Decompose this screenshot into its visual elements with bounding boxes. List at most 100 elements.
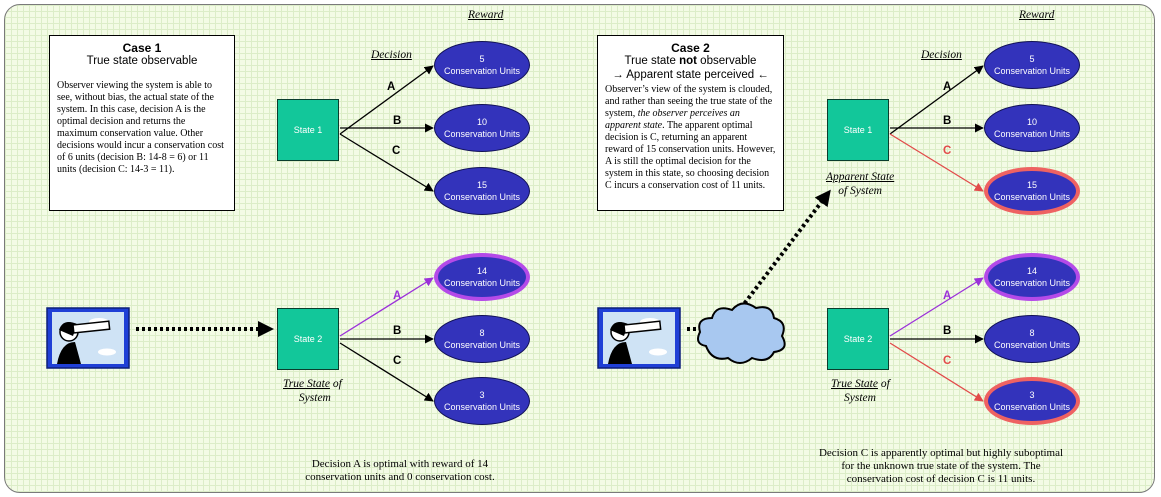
reward-unit: Conservation Units	[993, 129, 1071, 139]
c1-true-state-caption: True State of System	[283, 377, 342, 405]
case2-title: Case 2	[671, 41, 710, 55]
case2-caption-line1: Decision C is apparently optimal but hig…	[818, 447, 1064, 459]
c2-s2-arrow-a	[889, 277, 984, 337]
c2-cloud-to-apparent-state-arrow	[739, 189, 831, 310]
case1-note: Case 1 True state observable Observer vi…	[49, 35, 235, 211]
case1-subtitle: True state observable	[86, 55, 198, 67]
observer-with-telescope-icon	[597, 307, 681, 369]
c1-s1-arrow-a	[339, 65, 434, 135]
c2-s2-decision-a: A	[943, 290, 952, 302]
c2-s2-decision-b: B	[943, 325, 952, 337]
c2-s1-decision-a: A	[943, 81, 952, 93]
decision-header: Decision	[371, 49, 412, 61]
case2-subtitle-not: not	[679, 55, 697, 67]
reward-value: 14	[476, 266, 487, 276]
reward-value: 15	[476, 180, 487, 190]
decision-header: Decision	[921, 49, 962, 61]
reward-unit: Conservation Units	[443, 66, 521, 76]
case1-title: Case 1	[122, 41, 162, 55]
case1-caption-line2: conservation units and 0 conservation co…	[305, 471, 495, 483]
c2-s1-arrow-c	[889, 133, 984, 192]
c1-s1-decision-b: B	[393, 115, 402, 127]
c2-s2-decision-c: C	[943, 355, 952, 367]
c2-apparent-state-caption: Apparent State of System	[826, 170, 894, 198]
reward-value: 15	[1026, 180, 1037, 190]
c2-state2-node: State 2	[827, 308, 889, 370]
reward-value: 5	[1029, 54, 1035, 64]
case2-caption-line3: conservation cost of decision C is 11 un…	[846, 473, 1036, 485]
c2-state1-node: State 1	[827, 99, 889, 161]
c1-s2-decision-c: C	[393, 355, 402, 367]
reward-unit: Conservation Units	[993, 192, 1071, 202]
reward-value: 10	[1026, 117, 1037, 127]
c2-true-state-caption: True State of System	[831, 377, 890, 405]
c1-s2-arrow-a	[339, 277, 434, 337]
c1-state1-node: State 1	[277, 99, 339, 161]
reward-value: 14	[1026, 266, 1037, 276]
apparent-state-label: Apparent State	[826, 171, 895, 183]
of-system-label: of System	[838, 185, 882, 197]
reward-unit: Conservation Units	[443, 340, 521, 350]
reward-value: 8	[1029, 328, 1035, 338]
true-state-label: True State	[831, 378, 878, 390]
case2-subtitle: True state not observable	[605, 54, 776, 68]
reward-value: 3	[1029, 390, 1035, 400]
case2-caption: Decision C is apparently optimal but hig…	[796, 447, 1086, 486]
true-state-label: True State	[283, 378, 330, 390]
reward-unit: Conservation Units	[443, 129, 521, 139]
c2-s1-decision-b: B	[943, 115, 952, 127]
case1-body: Observer viewing the system is able to s…	[57, 80, 224, 175]
case2-subtitle-prefix: True state	[624, 55, 680, 67]
case2-body-italic: the observer perceives an apparent state	[605, 108, 740, 131]
c1-s1-arrow-c	[339, 133, 434, 192]
reward-value: 3	[479, 390, 485, 400]
reward-value: 8	[479, 328, 485, 338]
reward-unit: Conservation Units	[443, 402, 521, 412]
reward-header: Reward	[1019, 9, 1055, 21]
reward-value: 10	[476, 117, 487, 127]
c1-s1-decision-c: C	[392, 145, 401, 157]
case1-caption-line1: Decision A is optimal with reward of 14	[311, 458, 489, 470]
case1-caption: Decision A is optimal with reward of 14 …	[280, 458, 520, 484]
c2-s1-arrow-a	[889, 65, 984, 135]
reward-unit: Conservation Units	[443, 278, 521, 288]
c1-s2-arrow-c	[339, 342, 434, 402]
c1-state2-node: State 2	[277, 308, 339, 370]
case2-note: Case 2 True state not observable → Appar…	[597, 35, 784, 211]
reward-unit: Conservation Units	[993, 66, 1071, 76]
reward-unit: Conservation Units	[993, 340, 1071, 350]
of-label: of	[329, 378, 342, 390]
case2-body-part1: Observer’s view of the system is clouded…	[605, 84, 773, 119]
case2-subtitle-line2: → Apparent state perceived ←	[612, 69, 769, 81]
c2-s2-arrow-c	[889, 342, 984, 402]
system-label: System	[844, 392, 876, 404]
observer-with-telescope-icon	[46, 307, 130, 369]
system-label: System	[298, 392, 331, 404]
c1-s2-decision-b: B	[393, 325, 402, 337]
c1-s1-decision-a: A	[387, 81, 396, 93]
case2-body: Observer’s view of the system is clouded…	[605, 84, 776, 192]
reward-value: 5	[479, 54, 485, 64]
case2-caption-line2: for the unknown true state of the system…	[841, 460, 1041, 472]
reward-unit: Conservation Units	[993, 402, 1071, 412]
case2-body-part2: . The apparent optimal decision is C, re…	[605, 120, 776, 191]
case2-subtitle-suffix: observable	[696, 55, 757, 67]
of-label: of	[877, 378, 890, 390]
reward-unit: Conservation Units	[443, 192, 521, 202]
reward-header: Reward	[468, 9, 504, 21]
cloud-icon	[697, 302, 786, 364]
